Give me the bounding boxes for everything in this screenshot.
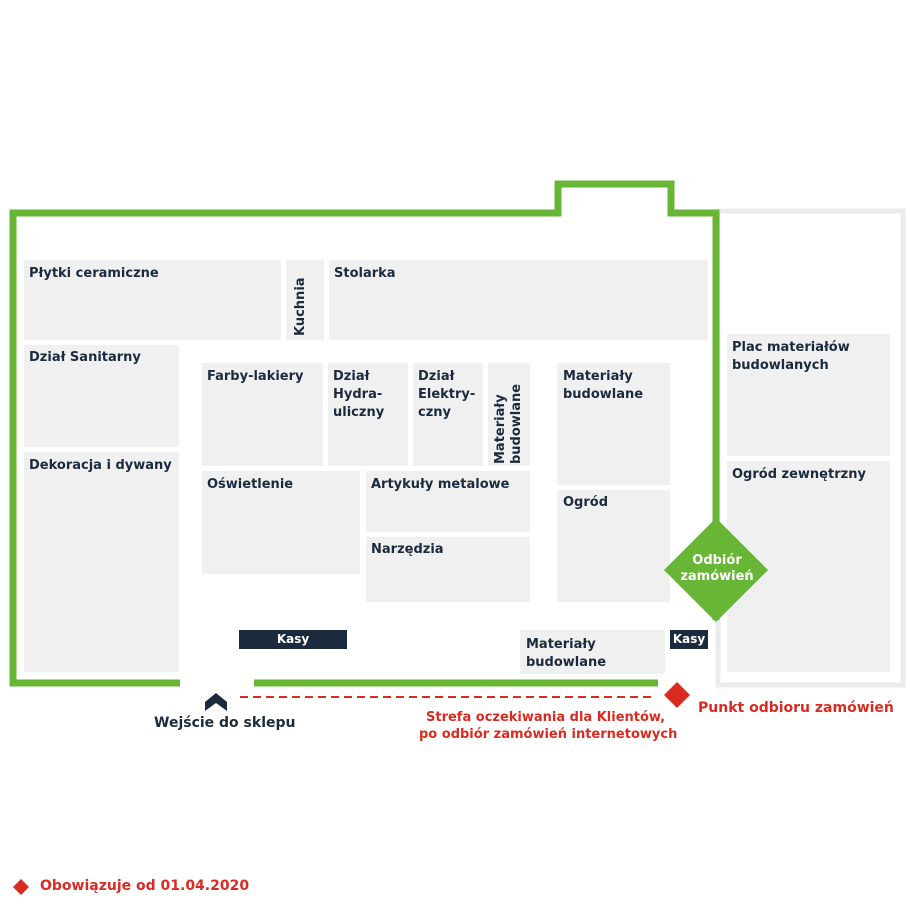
zone-ogrod (557, 490, 670, 602)
label-dekoracja: Dekoracja i dywany (29, 458, 172, 473)
entrance-label: Wejście do sklepu (154, 715, 296, 731)
label-kuchnia: Kuchnia (293, 277, 308, 336)
label-plytki: Płytki ceramiczne (29, 266, 159, 281)
label-farby: Farby-lakiery (207, 369, 304, 384)
checkout-right: Kasy (670, 630, 708, 649)
label-materialy-right: Materiały budowlane (563, 369, 644, 402)
footer-diamond-icon (13, 879, 29, 895)
zone-hydraulika (328, 363, 408, 466)
label-ogrod-zewn: Ogród zewnętrzny (732, 467, 866, 482)
zone-elektryka (413, 363, 483, 466)
label-hydraulika: Dział Hydra- uliczny (333, 369, 385, 420)
label-elektryka: Dział Elektry- czny (418, 369, 476, 420)
label-artykuly: Artykuły metalowe (371, 477, 510, 492)
label-plac: Plac materiałów budowlanych (732, 340, 850, 373)
label-sanitarny: Dział Sanitarny (29, 350, 141, 365)
zone-sanitarny (24, 345, 179, 447)
zone-stolarka (329, 260, 708, 340)
zone-materialy-bottom (520, 630, 665, 674)
label-stolarka: Stolarka (334, 266, 396, 281)
zone-narzedzia (366, 537, 530, 602)
label-narzedzia: Narzędzia (371, 542, 444, 557)
zone-kuchnia (286, 260, 324, 340)
zone-dekoracja (24, 452, 179, 672)
pickup-diamond (664, 518, 768, 622)
validity-note: Obowiązuje od 01.04.2020 (40, 878, 250, 894)
zone-materialy-right (557, 363, 670, 485)
zone-plac (727, 334, 890, 456)
zone-plytki (24, 260, 281, 340)
waiting-zone-line1: Strefa oczekiwania dla Klientów, (426, 710, 666, 725)
waiting-zone-line2: po odbiór zamówień internetowych (419, 727, 678, 742)
label-ogrod: Ogród (563, 495, 609, 510)
pickup-point-icon (664, 682, 690, 708)
label-oswietlenie: Oświetlenie (207, 477, 294, 492)
entrance-chevron-icon (205, 693, 227, 711)
zone-oswietlenie (202, 471, 360, 574)
checkout-left: Kasy (239, 630, 347, 649)
label-materialy-bottom: Materiały budowlane (526, 637, 607, 670)
label-materialy-vertical: Materiały budowlane (493, 383, 524, 464)
pickup-point-label: Punkt odbioru zamówień (698, 700, 894, 716)
pickup-diamond-label: Odbiór zamówień (680, 553, 754, 584)
zone-materialy-vertical (488, 363, 530, 466)
zone-artykuly (366, 471, 530, 532)
zone-farby (202, 363, 323, 466)
